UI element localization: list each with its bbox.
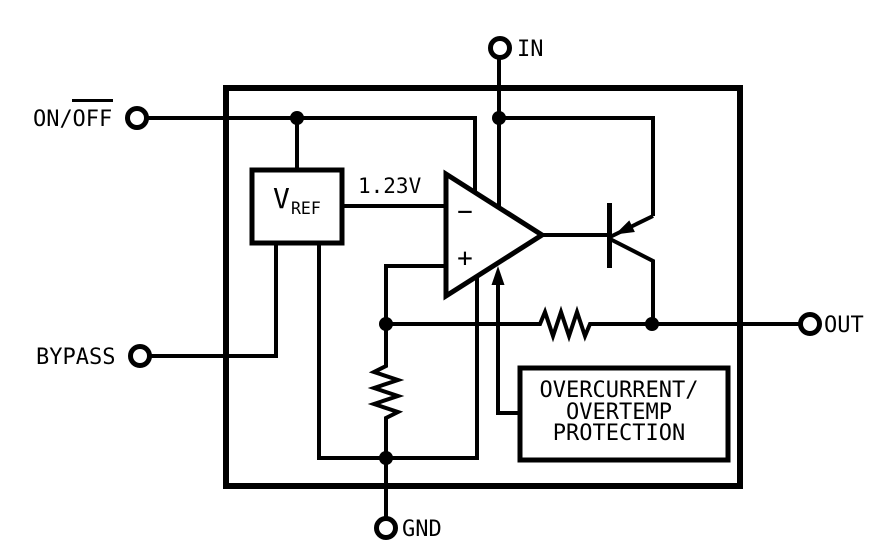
junction-dot xyxy=(645,317,659,331)
feedback-wire xyxy=(384,264,446,324)
in-terminal xyxy=(488,36,512,60)
pnp-emitter-arrow-icon xyxy=(615,220,635,235)
protection-label-line2: OVERTEMP xyxy=(566,400,672,425)
pin-labels: ON/ OFF IN OUT GND BYPASS xyxy=(33,37,864,542)
out-label: OUT xyxy=(824,313,864,338)
on-off-terminal xyxy=(125,106,149,130)
on-off-label-overbar: OFF xyxy=(73,107,113,132)
out-terminal xyxy=(798,312,822,336)
on-off-wire xyxy=(147,116,477,192)
junction-dot xyxy=(492,111,506,125)
opamp-triangle xyxy=(443,169,547,301)
collector-wire xyxy=(610,237,655,324)
protection-arrow-icon xyxy=(491,266,505,285)
divider-resistor xyxy=(367,324,405,458)
junction-dot xyxy=(290,111,304,125)
junction-dot xyxy=(379,451,393,465)
vref-subscript-label: REF xyxy=(291,199,321,218)
protection-label-line3: PROTECTION xyxy=(553,421,685,446)
protection-output-wire xyxy=(496,285,520,415)
bypass-label: BYPASS xyxy=(36,345,115,370)
in-label: IN xyxy=(517,37,544,62)
protection-label-line1: OVERCURRENT/ xyxy=(540,378,699,403)
wires xyxy=(147,58,799,517)
protection-box xyxy=(517,365,731,463)
output-line-with-resistor xyxy=(386,305,799,343)
ic-boundary-box xyxy=(223,85,743,489)
bypass-wire xyxy=(151,243,278,358)
vref-block: V REF xyxy=(249,167,345,246)
protection-block: OVERCURRENT/ OVERTEMP PROTECTION xyxy=(517,365,731,463)
in-to-emitter-wire xyxy=(499,116,655,216)
noninverting-input-sign: + xyxy=(457,244,473,274)
bypass-terminal xyxy=(128,344,152,368)
pin-terminals xyxy=(125,36,822,540)
vref-box xyxy=(249,167,345,246)
gnd-label: GND xyxy=(402,517,442,542)
ref-voltage-label: 1.23V xyxy=(358,174,422,198)
inverting-input-sign: − xyxy=(457,197,473,227)
error-amplifier: − + xyxy=(443,169,547,301)
junction-dot xyxy=(379,317,393,331)
on-off-label-prefix: ON/ xyxy=(33,107,73,132)
ground-rail-wire xyxy=(317,243,479,460)
vref-label: V xyxy=(273,182,290,215)
junction-dots xyxy=(290,111,659,465)
gnd-terminal xyxy=(374,516,398,540)
